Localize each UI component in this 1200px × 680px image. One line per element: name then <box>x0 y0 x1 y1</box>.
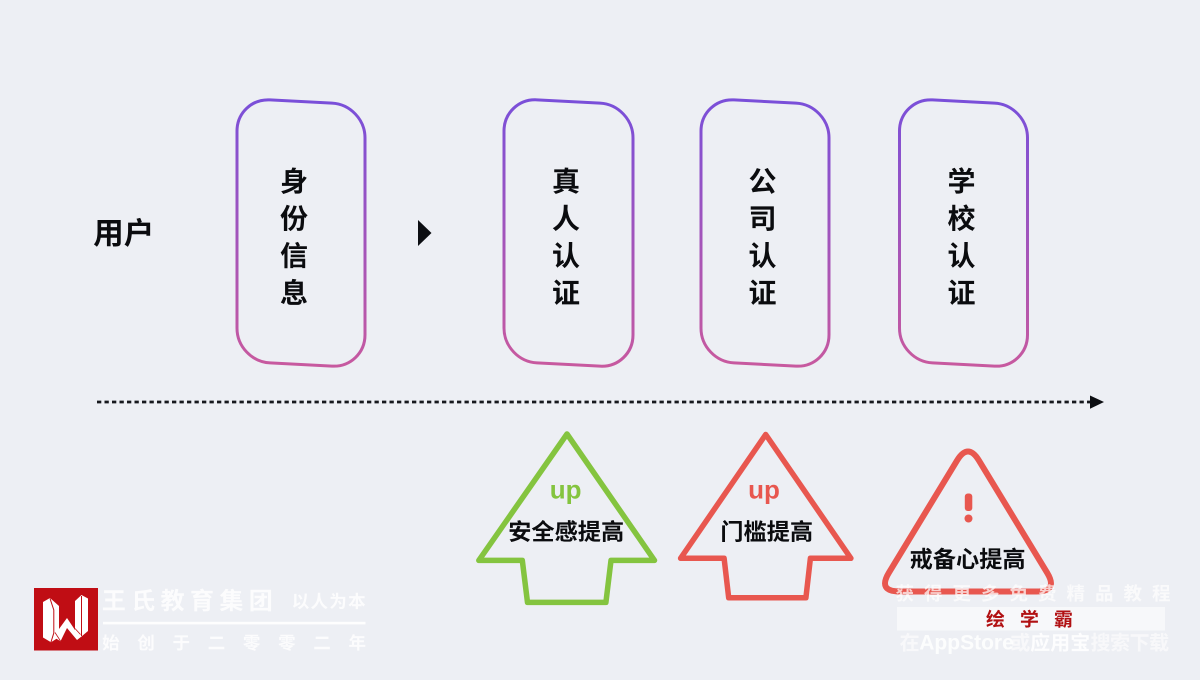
svg-text:AppStore: AppStore <box>919 631 1014 654</box>
svg-text:up: up <box>748 475 780 505</box>
svg-text:up: up <box>550 475 582 505</box>
